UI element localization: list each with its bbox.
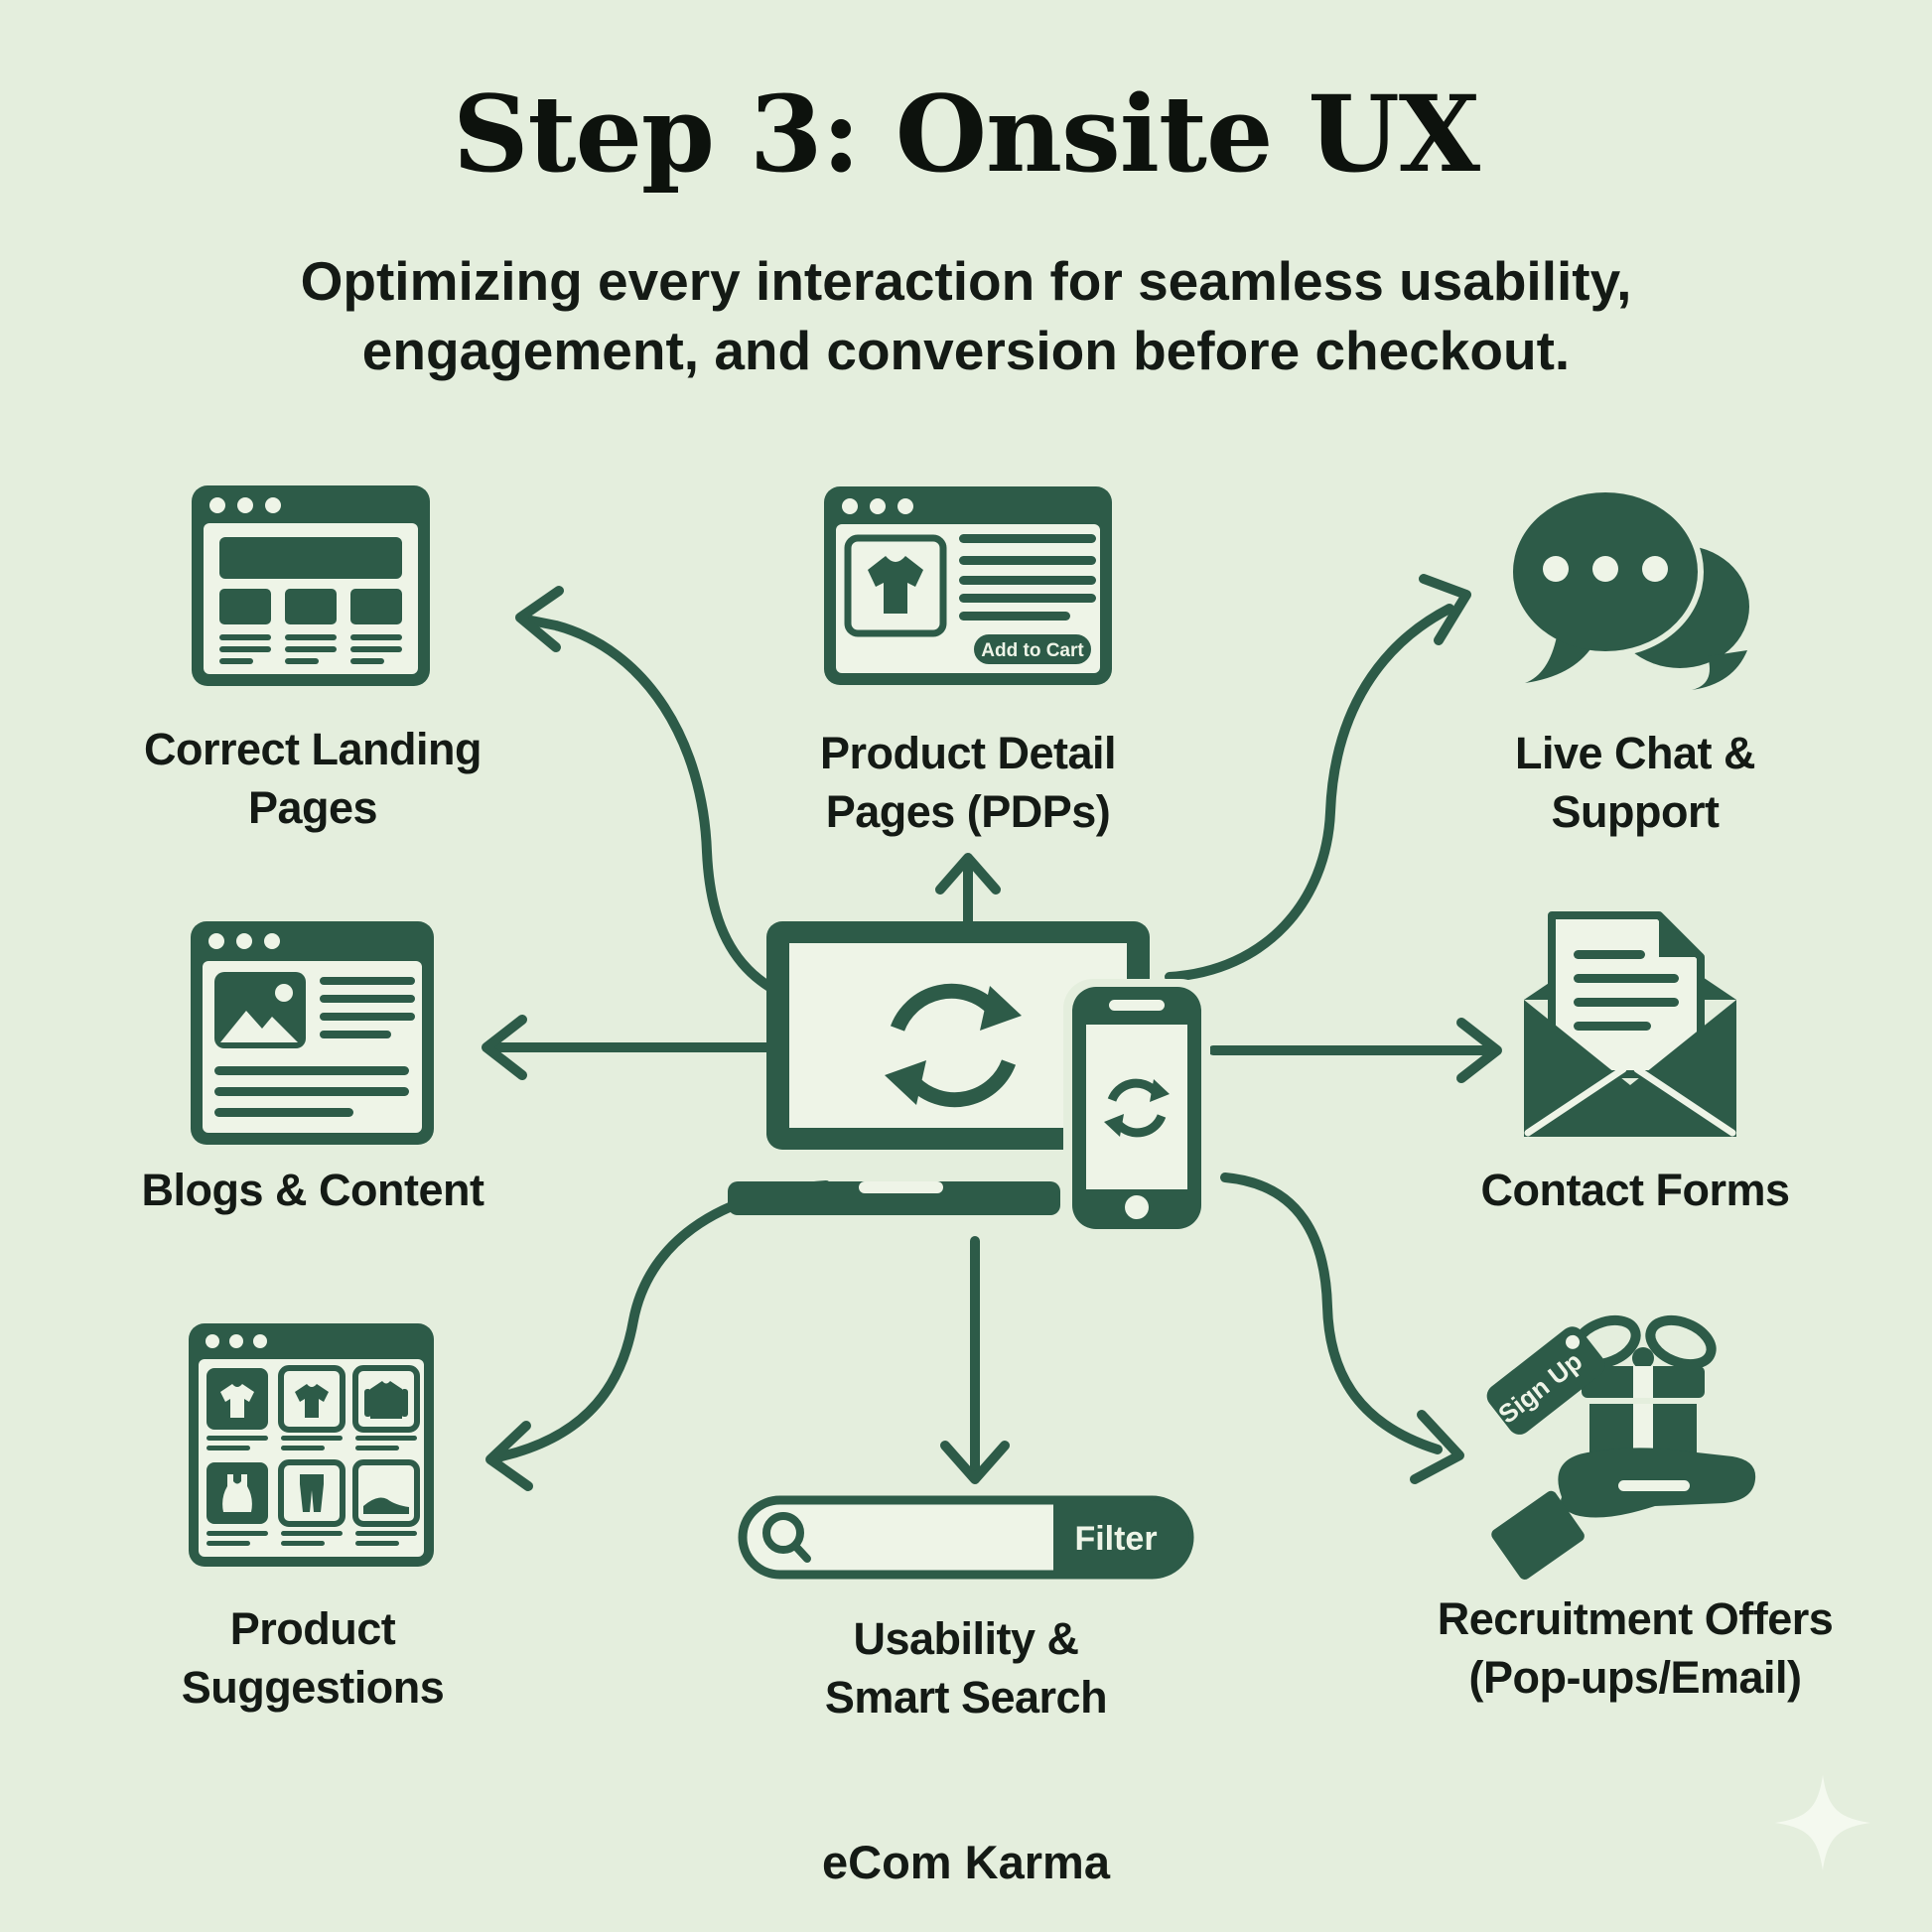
image-placeholder-icon xyxy=(214,972,306,1048)
product-detail-pages-label: Product Detail Pages (PDPs) xyxy=(819,728,1117,837)
pants-icon xyxy=(300,1474,324,1512)
phone-icon xyxy=(1063,979,1210,1239)
hand-icon xyxy=(1491,1448,1756,1580)
tshirt-icon xyxy=(220,1384,254,1418)
gift-icon xyxy=(1570,1314,1717,1461)
page-title: Step 3: Onsite UX xyxy=(452,71,1480,196)
contact-forms-icon xyxy=(1524,911,1736,1137)
filter-button: Filter xyxy=(1053,1500,1189,1575)
live-chat-label: Live Chat & Support xyxy=(1514,728,1756,837)
add-to-cart-button: Add to Cart xyxy=(970,630,1095,668)
typing-dots-icon xyxy=(1543,556,1668,582)
laptop-base xyxy=(728,1181,1060,1215)
tshirt-icon xyxy=(868,556,923,614)
recruitment-offers-label: Recruitment Offers (Pop-ups/Email) xyxy=(1437,1593,1834,1703)
search-bar: Filter xyxy=(738,1495,1194,1580)
arrow-hub-to-pdp xyxy=(935,853,1001,936)
svg-text:Add to Cart: Add to Cart xyxy=(981,640,1084,661)
product-suggestions-label: Product Suggestions xyxy=(181,1603,445,1713)
live-chat-icon xyxy=(1509,486,1749,690)
brand-name: eCom Karma xyxy=(822,1836,1110,1888)
recruitment-offers-icon: Sign Up xyxy=(1486,1314,1756,1580)
landing-pages-label: Correct Landing Pages xyxy=(143,724,483,833)
sync-arrows-small-icon xyxy=(1104,1078,1170,1138)
sync-arrows-icon xyxy=(885,983,1022,1108)
blogs-content-label: Blogs & Content xyxy=(141,1165,484,1215)
search-icon xyxy=(762,1512,811,1563)
contact-forms-label: Contact Forms xyxy=(1480,1165,1790,1215)
blogs-content-icon xyxy=(191,921,434,1145)
shoe-icon xyxy=(363,1497,409,1514)
page-subtitle: Optimizing every interaction for seamles… xyxy=(300,250,1632,382)
product-suggestions-icon xyxy=(189,1323,434,1567)
product-detail-page-icon: Add to Cart xyxy=(824,486,1112,685)
tank-top-icon xyxy=(222,1474,252,1512)
sweater-icon xyxy=(364,1381,408,1419)
smart-search-label: Usability & Smart Search xyxy=(824,1613,1108,1723)
arrow-hub-to-search xyxy=(940,1236,1010,1484)
tshirt-icon xyxy=(295,1384,329,1418)
sparkle-icon xyxy=(1775,1775,1870,1870)
arrow-hub-to-offers xyxy=(1220,1173,1464,1484)
arrow-hub-to-contact xyxy=(1208,1018,1502,1083)
landing-pages-icon xyxy=(192,485,430,686)
arrow-hub-to-chat xyxy=(1165,574,1471,982)
device-sync-hub-icon xyxy=(728,921,1210,1239)
svg-text:Filter: Filter xyxy=(1074,1520,1157,1558)
